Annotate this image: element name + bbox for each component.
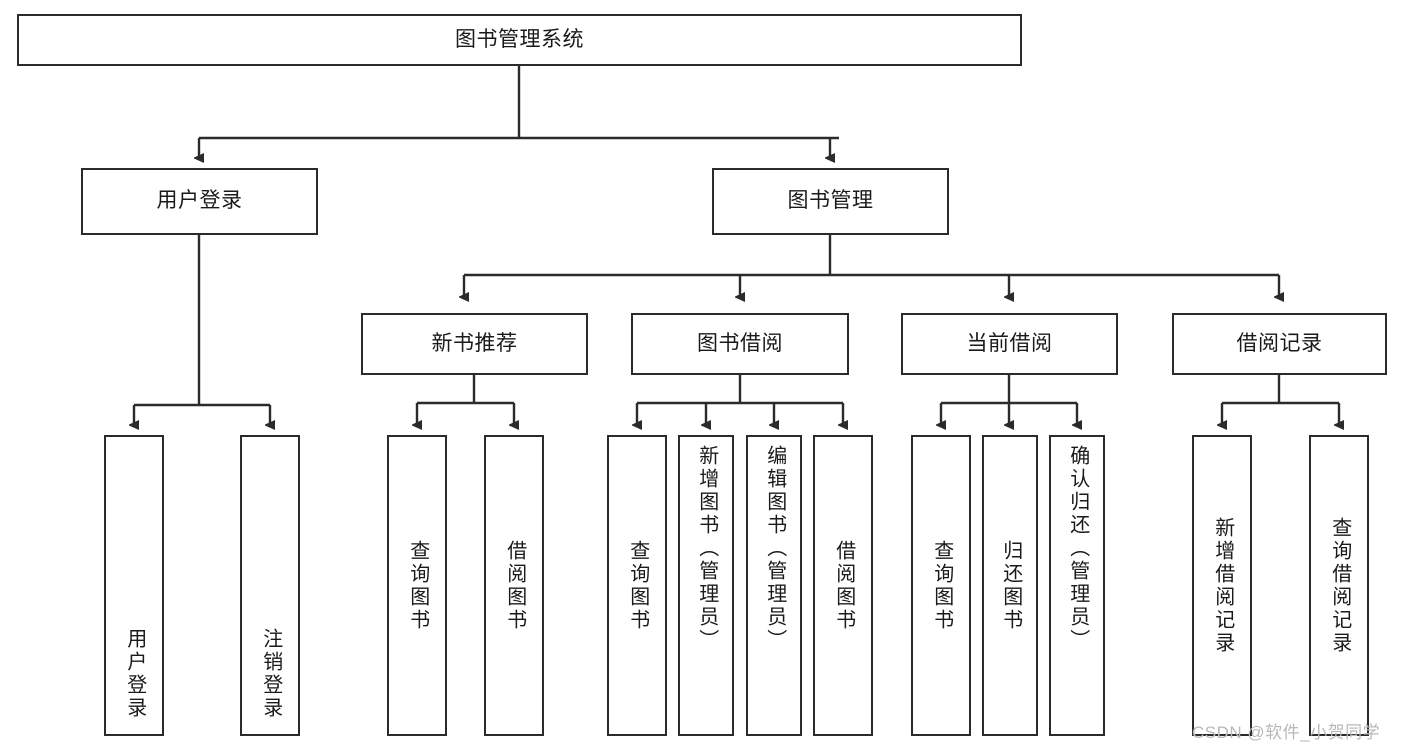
leaf-current-confirm-return[interactable]: 确认归还（管理员） <box>1049 435 1105 736</box>
leaf-label: 归还图书 <box>999 539 1022 632</box>
leaf-label: 查询图书 <box>406 539 429 632</box>
csdn-watermark: CSDN @软件_小贺同学 <box>1192 723 1381 742</box>
leaf-label: 借阅图书 <box>832 539 855 632</box>
leaf-borrow-borrow-book[interactable]: 借阅图书 <box>813 435 873 736</box>
leaf-borrow-add-book[interactable]: 新增图书（管理员） <box>678 435 734 736</box>
leaf-current-query-book[interactable]: 查询图书 <box>911 435 971 736</box>
node-root[interactable]: 图书管理系统 <box>17 14 1022 66</box>
leaf-label: 查询图书 <box>930 539 953 632</box>
leaf-user-login-login[interactable]: 用户登录 <box>104 435 164 736</box>
leaf-label: 查询图书 <box>626 539 649 632</box>
node-root-label: 图书管理系统 <box>455 27 584 51</box>
leaf-label: 用户登录 <box>123 628 146 720</box>
node-borrow-record-label: 借阅记录 <box>1236 331 1323 355</box>
leaf-new-book-borrow[interactable]: 借阅图书 <box>484 435 544 736</box>
node-book-management[interactable]: 图书管理 <box>712 168 949 235</box>
leaf-current-return-book[interactable]: 归还图书 <box>982 435 1038 736</box>
leaf-label: 新增图书（管理员） <box>695 445 718 652</box>
node-book-borrow-label: 图书借阅 <box>697 331 783 355</box>
node-user-login-label: 用户登录 <box>156 189 243 213</box>
leaf-borrow-query-book[interactable]: 查询图书 <box>607 435 667 736</box>
leaf-new-book-query[interactable]: 查询图书 <box>387 435 447 736</box>
leaf-label: 注销登录 <box>259 628 282 720</box>
node-book-borrow[interactable]: 图书借阅 <box>631 313 849 375</box>
leaf-record-query-record[interactable]: 查询借阅记录 <box>1309 435 1369 736</box>
node-current-borrow[interactable]: 当前借阅 <box>901 313 1118 375</box>
node-borrow-record[interactable]: 借阅记录 <box>1172 313 1387 375</box>
node-current-borrow-label: 当前借阅 <box>966 331 1053 355</box>
leaf-record-add-record[interactable]: 新增借阅记录 <box>1192 435 1252 736</box>
leaf-label: 确认归还（管理员） <box>1066 445 1089 652</box>
leaf-user-login-logout[interactable]: 注销登录 <box>240 435 300 736</box>
node-user-login[interactable]: 用户登录 <box>81 168 318 235</box>
node-book-management-label: 图书管理 <box>787 189 874 213</box>
node-new-book-recommend[interactable]: 新书推荐 <box>361 313 588 375</box>
leaf-label: 编辑图书（管理员） <box>763 445 786 652</box>
leaf-label: 新增借阅记录 <box>1211 516 1234 655</box>
leaf-label: 借阅图书 <box>503 539 526 632</box>
leaf-label: 查询借阅记录 <box>1328 516 1351 655</box>
leaf-borrow-edit-book[interactable]: 编辑图书（管理员） <box>746 435 802 736</box>
node-new-book-recommend-label: 新书推荐 <box>431 331 518 355</box>
